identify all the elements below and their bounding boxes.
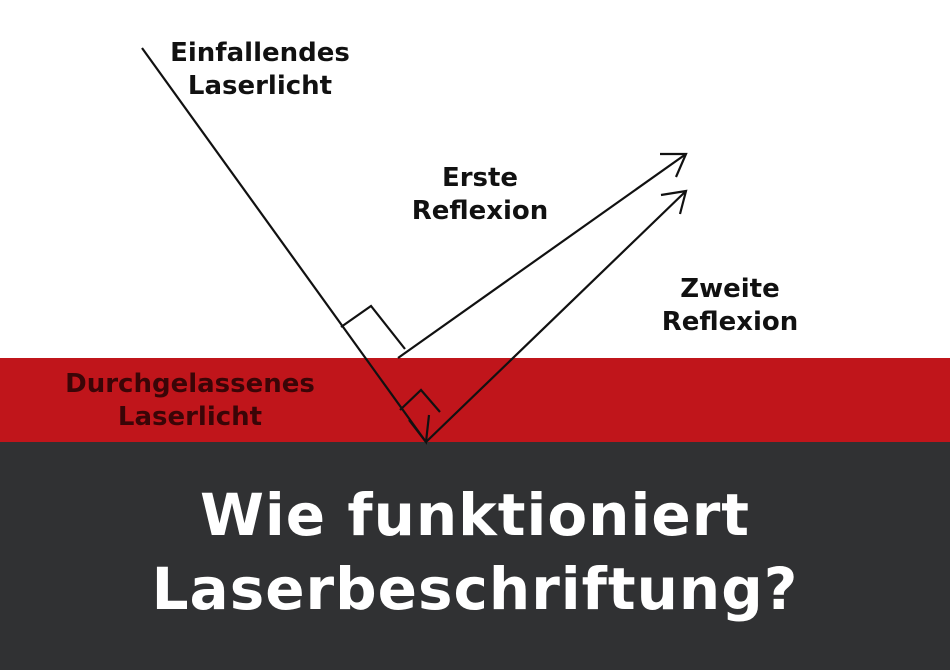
- transmitted-arrowhead: [408, 414, 431, 445]
- air-region: [0, 0, 950, 358]
- second-reflection-ray: [425, 190, 687, 443]
- first-reflection-ray: [397, 153, 687, 359]
- right-angle-marker-1: [340, 304, 406, 350]
- page-title: Wie funktioniert Laserbeschriftung?: [151, 481, 799, 623]
- substrate-region: [0, 442, 950, 670]
- first-reflection-label: Erste Reflexion: [411, 163, 549, 226]
- second-reflection-label: Zweite Reflexion: [661, 274, 799, 337]
- incident-light-label: Einfallendes Laserlicht: [170, 38, 350, 101]
- second-reflection-arrowhead: [660, 189, 688, 215]
- incident-ray: [141, 47, 427, 443]
- transmitted-light-label: Durchgelassenes Laserlicht: [65, 369, 315, 432]
- first-reflection-arrowhead: [660, 152, 688, 178]
- material-layer: [0, 358, 950, 442]
- right-angle-marker-2: [399, 388, 441, 413]
